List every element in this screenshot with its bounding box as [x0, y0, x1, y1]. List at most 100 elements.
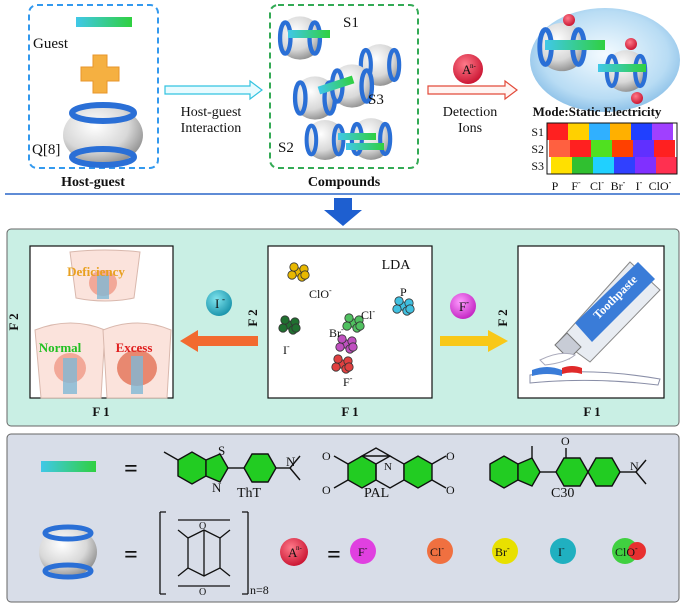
detection-label-1: Detection [443, 105, 497, 120]
plus-icon [80, 54, 120, 94]
heatmap-cell-2-3 [614, 157, 635, 174]
legend-analyte-ion: A n- [280, 538, 308, 566]
compound-s2-label: S2 [278, 140, 294, 156]
legend-ion-2: Br- [492, 538, 518, 564]
lda-cluster-label: ClO- [309, 286, 332, 301]
cb8-o-top: O [199, 521, 206, 532]
legend-ion-3: I- [550, 538, 576, 564]
heatmap-col-label: Br- [611, 178, 626, 193]
pal-o-1: O [322, 449, 331, 463]
lda-cluster-label: Cl- [361, 307, 375, 322]
lda-cluster-3 [335, 334, 358, 354]
s3-guest [317, 75, 355, 95]
tht-n2-atom: N [286, 454, 296, 469]
svg-text:n-: n- [470, 62, 477, 70]
c30-molecule [489, 446, 647, 489]
heatmap-col-label: P [552, 179, 559, 193]
static-electricity-illustration [530, 8, 680, 112]
pal-o-4: O [446, 483, 455, 497]
pal-label: PAL [364, 486, 389, 501]
svg-text:n-: n- [296, 544, 303, 552]
heatmap-cell-0-5 [652, 123, 673, 140]
iodide-arrow [180, 330, 258, 352]
down-arrow-icon [324, 198, 362, 226]
lda-cluster-label: P [400, 285, 407, 299]
heatmap-cell-0-2 [589, 123, 610, 140]
normal-label: Normal [39, 340, 82, 355]
s2-guest-a [338, 133, 376, 140]
toothpaste-y-axis: F 2 [495, 309, 510, 326]
legend-equals-1: = [124, 456, 138, 482]
lda-title: LDA [382, 258, 412, 273]
lda-cluster-label: Br- [329, 325, 344, 340]
heatmap-cell-1-1 [570, 140, 591, 157]
heatmap-col-label: ClO- [649, 178, 672, 193]
heatmap-cell-1-0 [549, 140, 570, 157]
heatmap-col-label: Cl- [590, 178, 604, 193]
heatmap-row-label: S1 [531, 125, 544, 139]
analyte-ion-icon: A n- [453, 54, 483, 84]
compound-s3-label: S3 [368, 92, 384, 108]
svg-text:Br-: Br- [495, 544, 510, 559]
heatmap-cell-0-1 [568, 123, 589, 140]
fluoride-ion-icon: F - [450, 293, 476, 319]
svg-text:ClO-: ClO- [615, 544, 638, 559]
svg-text:I-: I- [558, 544, 565, 559]
svg-text:A: A [288, 545, 298, 560]
guest-bar [76, 17, 132, 27]
thyroid-illustration [34, 249, 172, 399]
svg-text:A: A [462, 62, 472, 77]
heatmap-col-label: I- [636, 178, 643, 193]
pal-molecule [333, 447, 447, 489]
compound-s1-label: S1 [343, 15, 359, 31]
svg-text:Cl-: Cl- [430, 544, 444, 559]
host-guest-box [28, 4, 159, 169]
heatmap-cell-1-2 [591, 140, 612, 157]
heatmap-cell-0-3 [610, 123, 631, 140]
legend-ion-0: F- [350, 538, 376, 564]
host-guest-caption: Host-guest [61, 175, 125, 190]
svg-text:F: F [459, 299, 466, 314]
heatmap-frame [546, 122, 678, 175]
lda-cluster-2 [342, 313, 365, 333]
lda-x-axis: F 1 [341, 404, 358, 419]
lda-clusters: ClO-PCl-Br-I-F- [278, 262, 415, 389]
heatmap-cell-1-5 [654, 140, 675, 157]
cb8-n-eq: n=8 [250, 583, 269, 597]
toothpaste-x-axis: F 1 [583, 404, 600, 419]
heatmap-cell-0-0 [547, 123, 568, 140]
lda-cluster-0 [287, 262, 310, 282]
lda-y-axis: F 2 [245, 309, 260, 326]
lda-cluster-4 [278, 315, 301, 335]
legend-guest-bar [41, 461, 96, 472]
thyroid-y-axis: F 2 [6, 313, 21, 330]
interaction-label-1: Host-guest [181, 105, 242, 120]
lda-cluster-1 [392, 296, 415, 316]
pal-o-2: O [322, 483, 331, 497]
guest-label: Guest [33, 36, 69, 52]
cb8-o-bottom: O [199, 587, 206, 598]
tht-molecule [163, 451, 301, 485]
legend-ions: F- Cl- Br- I- ClO- [350, 538, 646, 564]
legend-ion-1: Cl- [427, 538, 453, 564]
c30-o-atom: O [561, 434, 570, 448]
heatmap-cell-0-4 [631, 123, 652, 140]
detection-label-2: Ions [458, 121, 482, 136]
heatmap-cell-1-4 [633, 140, 654, 157]
pal-o-3: O [446, 449, 455, 463]
svg-text:-: - [466, 297, 469, 307]
heatmap-cell-2-5 [656, 157, 677, 174]
thyroid-x-axis: F 1 [92, 404, 109, 419]
compounds-box [269, 4, 419, 169]
heatmap-col-label: F- [571, 178, 581, 193]
svg-text:-: - [222, 294, 225, 304]
c30-n-atom: N [630, 459, 639, 473]
s1-guest [288, 30, 330, 38]
tht-label: ThT [237, 486, 262, 501]
svg-text:F-: F- [358, 544, 368, 559]
heatmap-cell-2-2 [593, 157, 614, 174]
legend-ion-4: ClO- [612, 538, 646, 564]
cb8-structure [159, 511, 249, 595]
tht-n-atom: N [212, 480, 222, 495]
